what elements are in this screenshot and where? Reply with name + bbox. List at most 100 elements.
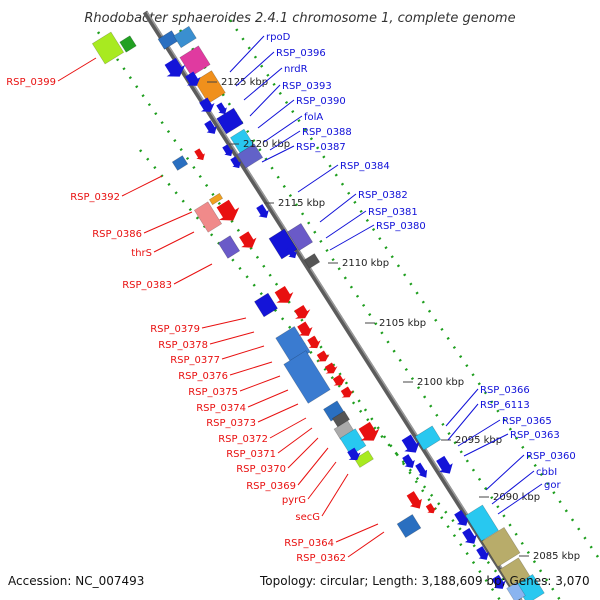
reverse-gene-leader <box>249 84 281 117</box>
reverse-gene-label: RSP_0390 <box>296 96 346 107</box>
reverse-gene-leader <box>263 115 303 143</box>
reverse-gene-label: gor <box>544 480 561 491</box>
gene-arrow <box>347 447 361 461</box>
gene-block <box>339 428 367 456</box>
forward-gene-label: RSP_0377 <box>170 355 220 366</box>
forward-gene-label: RSP_0375 <box>188 387 238 398</box>
reverse-gene-label: RSP_0366 <box>480 385 530 396</box>
reverse-gene-label: RSP_0388 <box>302 127 352 138</box>
forward-gene-label: RSP_0369 <box>246 481 296 492</box>
gene-arrow <box>199 97 215 112</box>
forward-gene-label: RSP_0376 <box>178 371 228 382</box>
gene-arrow <box>476 546 489 560</box>
reverse-gene-leader <box>257 99 295 129</box>
forward-gene-label: RSP_0372 <box>218 434 268 445</box>
gene-arrow <box>425 503 436 514</box>
topology-text: Topology: circular; Length: 3,188,609 bp… <box>260 574 590 588</box>
scale-rail-3 <box>178 29 562 600</box>
forward-gene-label: RSP_0386 <box>92 229 142 240</box>
gene-arrow <box>462 527 477 544</box>
forward-gene-leader <box>121 175 163 197</box>
reverse-gene-leader <box>457 419 501 447</box>
gene-arrow <box>401 434 420 453</box>
gene-block <box>179 45 211 77</box>
forward-gene-leader <box>277 427 313 454</box>
gene-arrow <box>297 321 313 336</box>
reverse-gene-leader <box>261 145 295 163</box>
forward-gene-leader <box>201 317 247 329</box>
kbp-marker: 2125 kbp <box>221 77 268 88</box>
reverse-gene-label: RSP_0365 <box>502 416 552 427</box>
reverse-gene-leader <box>491 470 535 505</box>
gene-arrow <box>358 421 380 441</box>
forward-gene-leader <box>229 361 273 376</box>
forward-gene-label: pyrG <box>282 495 306 506</box>
forward-gene-leader <box>247 389 289 408</box>
kbp-marker: 2115 kbp <box>278 198 325 209</box>
forward-gene-leader <box>143 211 193 234</box>
gene-arrow <box>436 455 453 474</box>
gene-arrow <box>185 71 201 86</box>
gene-arrow <box>402 454 415 468</box>
reverse-gene-label: folA <box>304 112 323 123</box>
forward-gene-leader <box>173 263 213 285</box>
forward-gene-leader <box>307 461 337 500</box>
forward-gene-label: RSP_0374 <box>196 403 246 414</box>
kbp-marker: 2090 kbp <box>493 492 540 503</box>
gene-block <box>396 514 422 538</box>
gene-arrow <box>286 246 297 259</box>
forward-gene-leader <box>209 331 255 345</box>
forward-gene-label: RSP_0370 <box>236 464 286 475</box>
gene-block <box>171 155 189 171</box>
gene-block <box>414 425 442 451</box>
forward-gene-leader <box>153 231 195 253</box>
scale-lines <box>96 19 600 600</box>
forward-gene-leader <box>269 417 307 439</box>
forward-gene-label: RSP_0399 <box>6 77 56 88</box>
gene-arrow <box>164 57 186 77</box>
forward-gene-label: RSP_0371 <box>226 449 276 460</box>
gene-arrow <box>415 462 428 478</box>
gene-block <box>283 350 331 404</box>
gene-arrow <box>274 286 294 303</box>
gene-block <box>465 504 499 542</box>
gene-block <box>193 201 223 233</box>
forward-gene-label: RSP_0362 <box>296 553 346 564</box>
gene-arrow <box>222 144 233 157</box>
reverse-gene-leader <box>497 483 543 515</box>
reverse-gene-label: RSP_0381 <box>368 207 418 218</box>
gene-block <box>286 223 314 251</box>
gene-block <box>303 253 321 269</box>
reverse-gene-leader <box>269 130 301 151</box>
forward-gene-leader <box>335 523 379 543</box>
reverse-gene-label: RSP_0360 <box>526 451 576 462</box>
reverse-gene-leader <box>229 35 265 73</box>
reverse-gene-label: cbbI <box>536 467 557 478</box>
forward-gene-label: RSP_0378 <box>158 340 208 351</box>
gene-block <box>119 35 137 53</box>
reverse-gene-leader <box>463 433 509 457</box>
forward-gene-leader <box>257 403 299 423</box>
kbp-marker: 2110 kbp <box>342 258 389 269</box>
reverse-gene-leader <box>297 164 339 193</box>
reverse-gene-label: RSP_6113 <box>480 400 530 411</box>
reverse-gene-leader <box>445 388 479 427</box>
reverse-gene-leader <box>235 51 275 87</box>
gene-arrow <box>406 491 422 509</box>
forward-gene-label: RSP_0373 <box>206 418 256 429</box>
gene-block <box>354 450 374 468</box>
reverse-gene-label: RSP_0384 <box>340 161 390 172</box>
reverse-gene-label: rpoD <box>266 32 291 43</box>
gene-block <box>217 235 241 259</box>
gene-arrow <box>294 305 311 319</box>
gene-block <box>254 292 278 318</box>
reverse-gene-label: RSP_0380 <box>376 221 426 232</box>
gene-block <box>236 143 264 169</box>
gene-arrow <box>454 509 469 526</box>
gene-arrow <box>491 574 506 589</box>
reverse-gene-label: RSP_0393 <box>282 81 332 92</box>
gene-block <box>208 192 224 206</box>
gene-arrow <box>194 148 205 161</box>
